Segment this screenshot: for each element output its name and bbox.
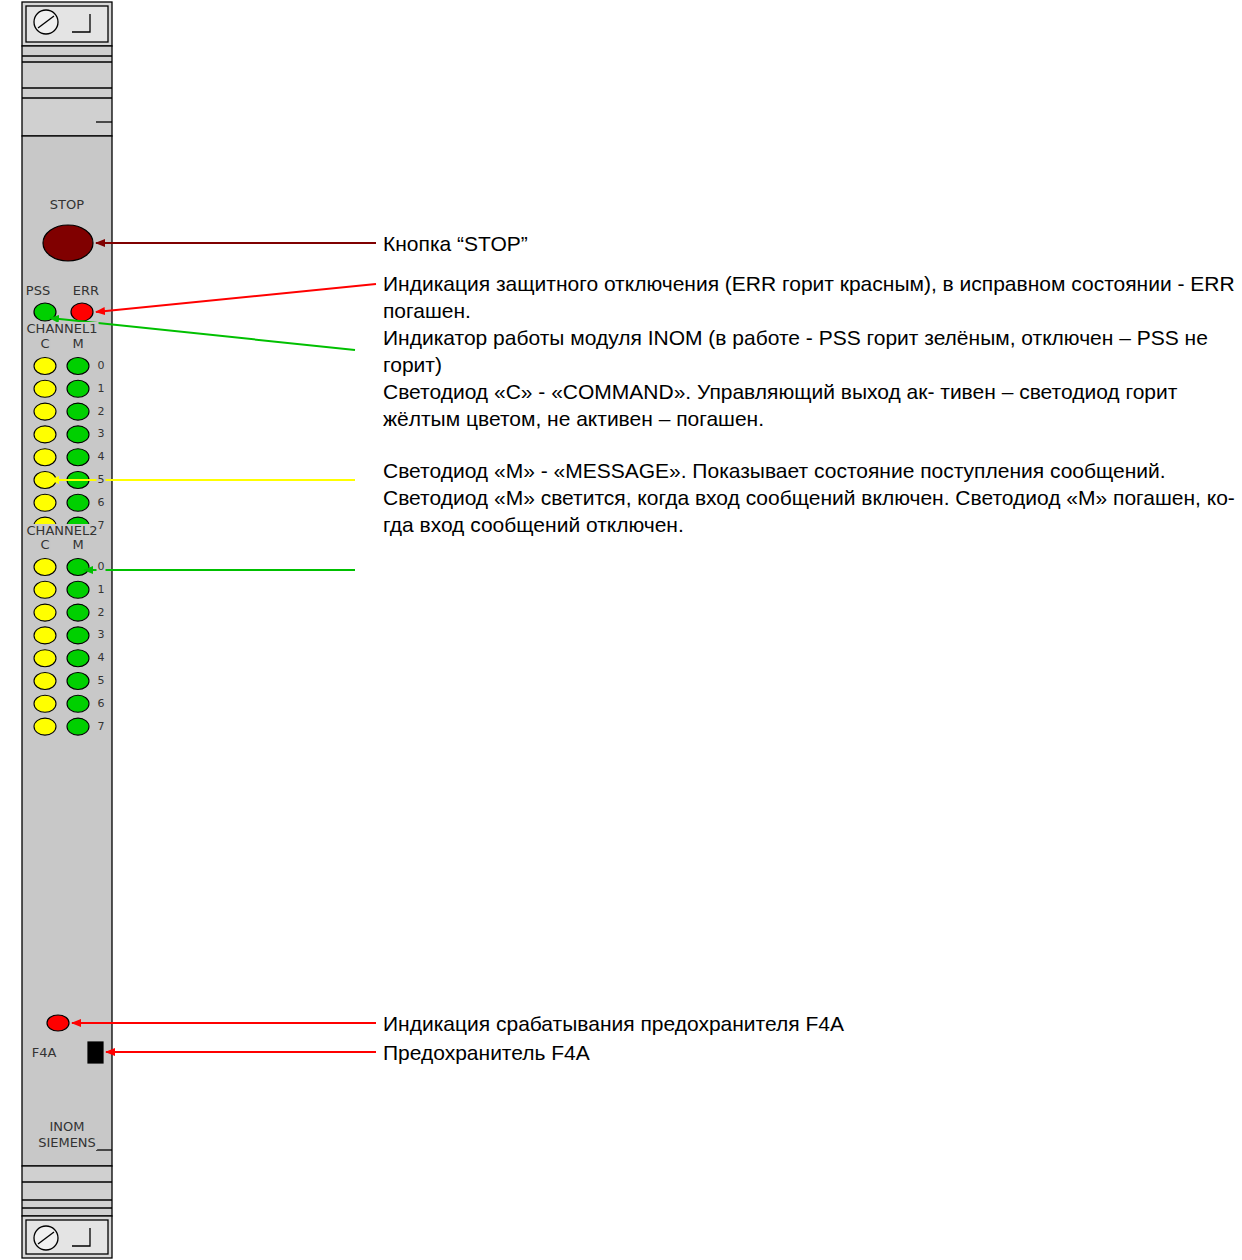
led-number: 3 bbox=[97, 629, 106, 641]
front-panel bbox=[22, 136, 112, 1166]
strip-line bbox=[22, 1199, 112, 1200]
leader-line bbox=[72, 1022, 376, 1024]
led-number: 5 bbox=[97, 474, 106, 486]
strip-line bbox=[22, 61, 112, 62]
led bbox=[67, 559, 89, 576]
led-number: 4 bbox=[97, 652, 106, 664]
callout-text: Индикация срабатывания предохранителя F4… bbox=[383, 1010, 844, 1037]
led bbox=[34, 403, 56, 420]
leader-line bbox=[106, 1051, 376, 1053]
led bbox=[34, 581, 56, 598]
led-number: 7 bbox=[97, 721, 106, 733]
strip-line bbox=[22, 1181, 112, 1182]
callout-text: Светодиод «С» - «COMMAND». Управляющий в… bbox=[383, 378, 1235, 432]
top-latch bbox=[22, 2, 112, 46]
led-number: 3 bbox=[97, 428, 106, 440]
panel-elements bbox=[34, 225, 103, 1063]
callout-text: Предохранитель F4A bbox=[383, 1039, 590, 1066]
led-number: 6 bbox=[97, 698, 106, 710]
leader-line bbox=[84, 569, 355, 571]
led-number: 1 bbox=[97, 383, 106, 395]
callout-text: Индикатор работы модуля INOM (в работе -… bbox=[383, 324, 1235, 378]
led-number: 0 bbox=[97, 360, 106, 372]
leader-lines bbox=[50, 243, 376, 1052]
strip-line bbox=[22, 97, 112, 98]
panel-label: C bbox=[39, 538, 50, 552]
led bbox=[67, 426, 89, 443]
led bbox=[34, 380, 56, 397]
bottom-strip bbox=[22, 1166, 112, 1216]
callout-text: Светодиод «М» - «MESSAGE». Показывает со… bbox=[383, 457, 1235, 538]
panel-label: SIEMENS bbox=[37, 1136, 97, 1150]
bottom-latch bbox=[22, 1216, 112, 1258]
panel-label: STOP bbox=[49, 198, 85, 212]
panel-label: M bbox=[71, 538, 84, 552]
led bbox=[34, 559, 56, 576]
strip-line bbox=[22, 87, 112, 88]
strip-line bbox=[96, 121, 112, 122]
panel-label: CHANNEL1 bbox=[26, 322, 99, 336]
leader-line bbox=[96, 242, 376, 244]
led bbox=[67, 380, 89, 397]
led bbox=[34, 604, 56, 621]
fuse bbox=[88, 1042, 103, 1063]
led bbox=[67, 627, 89, 644]
panel-frame bbox=[22, 2, 112, 1258]
err-led bbox=[71, 303, 93, 321]
led bbox=[34, 449, 56, 466]
strip-line bbox=[96, 1149, 112, 1150]
led-number: 2 bbox=[97, 406, 106, 418]
led bbox=[67, 604, 89, 621]
led bbox=[34, 673, 56, 690]
screw bbox=[34, 10, 58, 34]
panel-label: ERR bbox=[72, 284, 100, 298]
top-strip bbox=[22, 46, 112, 136]
led bbox=[67, 494, 89, 511]
strip-line bbox=[22, 1207, 112, 1208]
latch-notch bbox=[72, 1228, 90, 1246]
led-number: 6 bbox=[97, 497, 106, 509]
panel-label: CHANNEL2 bbox=[26, 524, 99, 538]
led bbox=[67, 673, 89, 690]
led-number: 4 bbox=[97, 451, 106, 463]
leader-line bbox=[96, 284, 376, 312]
callout-text: Индикация защитного отключения (ERR гори… bbox=[383, 270, 1235, 324]
screw-slot bbox=[38, 16, 54, 28]
panel-label: M bbox=[71, 337, 84, 351]
led-number: 2 bbox=[97, 607, 106, 619]
led bbox=[34, 494, 56, 511]
led bbox=[67, 650, 89, 667]
screw-slot bbox=[38, 1232, 54, 1244]
led bbox=[34, 650, 56, 667]
panel-label: F4A bbox=[31, 1046, 58, 1060]
led bbox=[67, 449, 89, 466]
led bbox=[34, 426, 56, 443]
led bbox=[34, 695, 56, 712]
led-number: 1 bbox=[97, 584, 106, 596]
led-number: 0 bbox=[97, 561, 106, 573]
strip-line bbox=[22, 55, 112, 56]
callout-text: Кнопка “STOP” bbox=[383, 230, 528, 257]
panel-label: PSS bbox=[25, 284, 51, 298]
panel-label: C bbox=[39, 337, 50, 351]
top-latch-inner bbox=[26, 6, 108, 42]
latch-notch bbox=[72, 14, 90, 32]
screw bbox=[34, 1226, 58, 1250]
led bbox=[67, 718, 89, 735]
led bbox=[34, 627, 56, 644]
led bbox=[67, 403, 89, 420]
bottom-latch-inner bbox=[26, 1220, 108, 1254]
led bbox=[34, 718, 56, 735]
led bbox=[67, 581, 89, 598]
fuse-led bbox=[47, 1015, 69, 1031]
led bbox=[67, 358, 89, 375]
channel-leds bbox=[34, 358, 89, 736]
led bbox=[67, 695, 89, 712]
led-number: 5 bbox=[97, 675, 106, 687]
led bbox=[34, 358, 56, 375]
panel-label: INOM bbox=[48, 1120, 85, 1134]
stop-button bbox=[43, 225, 93, 261]
